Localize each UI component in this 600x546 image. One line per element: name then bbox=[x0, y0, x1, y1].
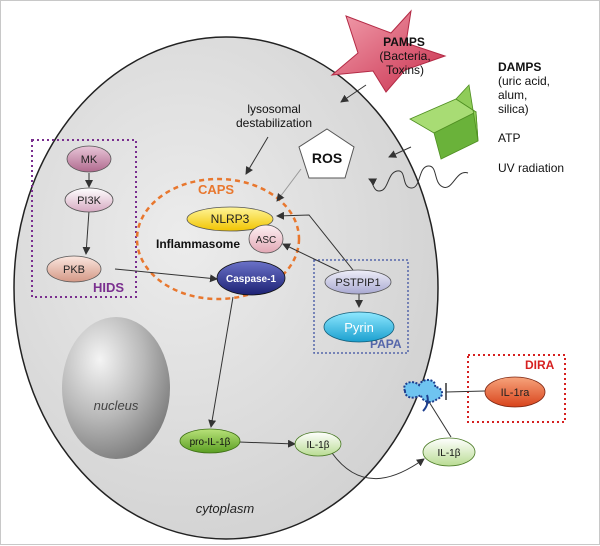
pro-il1b-node bbox=[179, 428, 241, 454]
arrows bbox=[82, 84, 486, 479]
arrow-proil-il bbox=[238, 439, 296, 448]
nlrp3-node bbox=[186, 206, 274, 232]
arrow-pamps-cell bbox=[340, 84, 367, 103]
pyrin-label: Pyrin bbox=[344, 320, 374, 335]
inhibit-il1ra bbox=[445, 390, 486, 393]
arrow-il-il-out bbox=[331, 452, 425, 479]
pkb-node bbox=[46, 255, 102, 283]
dira-label: DIRA bbox=[525, 358, 555, 372]
pkb-label: PKB bbox=[63, 264, 85, 276]
dira-box bbox=[467, 354, 566, 423]
arrow-pstpip1-nlrp3 bbox=[276, 211, 354, 271]
pstpip1-node bbox=[324, 269, 392, 295]
arrow-caspase-proil bbox=[208, 296, 234, 428]
ros-pentagon bbox=[298, 128, 355, 179]
arrow-pi3k-pkb bbox=[82, 210, 91, 255]
arrow-lysosomal-nlrp3 bbox=[245, 136, 269, 175]
arrow-il-out-receptor bbox=[425, 396, 452, 438]
caps-label: CAPS bbox=[198, 182, 234, 197]
caspase1-label: Caspase-1 bbox=[226, 274, 276, 285]
pro-il1b-label: pro-IL-1β bbox=[190, 437, 231, 448]
il1ra-node bbox=[484, 376, 546, 408]
lysosomal-line2: destabilization bbox=[236, 116, 312, 130]
pi3k-node bbox=[64, 187, 114, 213]
il1b-inside-label: IL-1β bbox=[307, 440, 330, 451]
hids-label: HIDS bbox=[93, 280, 124, 295]
mk-label: MK bbox=[81, 154, 98, 166]
cytoplasm-label: cytoplasm bbox=[196, 501, 255, 516]
pamps-star bbox=[330, 9, 447, 93]
lysosomal-line1: lysosomal bbox=[247, 102, 300, 116]
arrow-damps-cell bbox=[388, 146, 412, 158]
asc-node bbox=[248, 224, 284, 254]
caps-region bbox=[135, 177, 301, 301]
caspase1-node bbox=[216, 260, 286, 296]
uv-label: UV radiation bbox=[498, 161, 564, 175]
asc-label: ASC bbox=[256, 235, 277, 246]
pamps-line1: (Bacteria, bbox=[379, 49, 430, 63]
il1-receptor-icon bbox=[403, 379, 443, 412]
pyrin-node bbox=[323, 311, 395, 343]
nlrp3-label: NLRP3 bbox=[211, 212, 250, 226]
nucleus-label: nucleus bbox=[94, 398, 139, 413]
il1b-inside-node bbox=[294, 431, 342, 457]
damps-line3: silica) bbox=[498, 102, 529, 116]
il1b-outside-node bbox=[422, 437, 476, 467]
il1ra-label: IL-1ra bbox=[501, 387, 531, 399]
atp-label: ATP bbox=[498, 131, 520, 145]
arrow-pstpip1-asc bbox=[282, 243, 340, 272]
ros-label: ROS bbox=[312, 150, 342, 166]
papa-label: PAPA bbox=[370, 337, 402, 351]
damps-line1: (uric acid, bbox=[498, 74, 550, 88]
pstpip1-label: PSTPIP1 bbox=[335, 277, 380, 289]
damps-shape bbox=[409, 84, 479, 160]
pamps-line2: Toxins) bbox=[386, 63, 424, 77]
inflammasome-label: Inflammasome bbox=[156, 237, 240, 251]
damps-title: DAMPS bbox=[498, 60, 541, 74]
arrow-pkb-caspase bbox=[114, 268, 218, 283]
pi3k-label: PI3K bbox=[77, 195, 102, 207]
mk-node bbox=[66, 145, 112, 173]
hids-box bbox=[31, 139, 137, 298]
pamps-title: PAMPS bbox=[383, 35, 425, 49]
il1b-outside-label: IL-1β bbox=[438, 448, 461, 459]
uv-squiggle bbox=[368, 165, 469, 192]
damps-line2: alum, bbox=[498, 88, 527, 102]
nucleus-shape bbox=[62, 317, 170, 459]
arrow-ros-nlrp3 bbox=[276, 168, 302, 202]
papa-box bbox=[313, 259, 409, 354]
